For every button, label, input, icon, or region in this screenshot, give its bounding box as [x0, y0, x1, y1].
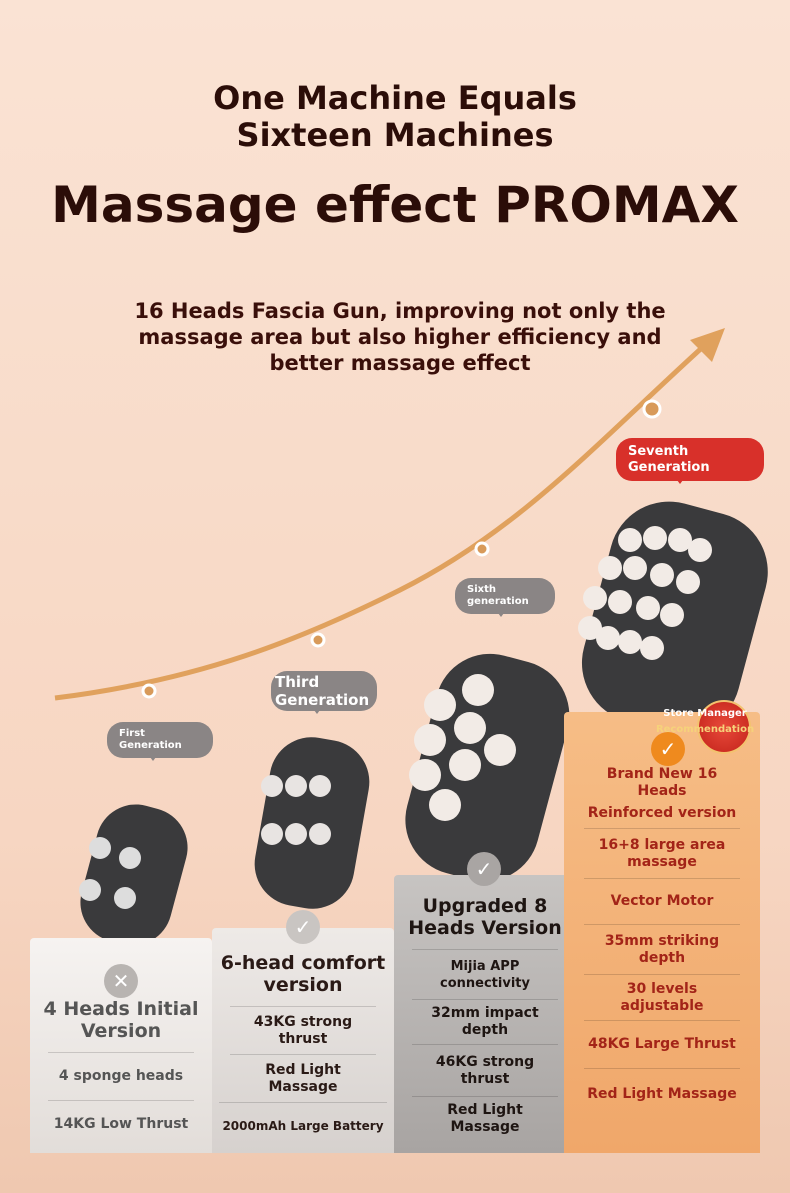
headline-line1: One Machine Equals	[213, 79, 577, 117]
podium-title: 4 Heads Initial Version	[43, 998, 199, 1042]
device-16-heads	[578, 501, 768, 734]
feature: 35mm striking depth	[583, 924, 741, 974]
check-icon: ✓	[286, 910, 320, 944]
feature: Vector Motor	[583, 878, 741, 924]
store-manager-badge	[697, 700, 751, 754]
podium-title: Upgraded 8 Heads Version	[408, 895, 562, 939]
podium-gen7: Brand New 16 Heads Reinforced version 16…	[564, 712, 760, 1153]
bubble-sixth-generation: Sixth generation	[455, 578, 555, 617]
feature: Brand New 16 Heads	[606, 766, 718, 799]
feature: 43KG strong thrust	[230, 1006, 376, 1054]
feature: Mijia APP connectivity	[412, 949, 558, 999]
bubble-seventh-generation: Seventh Generation	[616, 438, 764, 485]
x-icon: ✕	[104, 964, 138, 998]
device-8-heads	[405, 653, 570, 882]
feature: 16+8 large area massage	[583, 828, 741, 878]
badge-line1: Store Manager	[663, 708, 747, 719]
feature: 30 levels adjustable	[583, 974, 741, 1020]
feature: Red Light Massage	[412, 1096, 558, 1141]
page-title: Massage effect PROMAX	[51, 176, 739, 234]
arrow-curve	[54, 343, 707, 701]
bubble-first-generation: First Generation	[107, 722, 213, 761]
feature: 4 sponge heads	[48, 1052, 194, 1100]
device-6-heads	[254, 737, 370, 909]
badge-line2: Recommendation	[655, 724, 755, 735]
feature: Red Light Massage	[230, 1054, 376, 1102]
check-icon: ✓	[467, 852, 501, 886]
device-4-heads	[79, 804, 188, 946]
feature: 2000mAh Large Battery	[219, 1102, 387, 1150]
podium-gen3: 6-head comfort version 43KG strong thrus…	[212, 928, 394, 1153]
headline-line2: Sixteen Machines	[236, 116, 554, 154]
arrow-head	[690, 328, 725, 362]
feature: 32mm impact depth	[412, 999, 558, 1044]
bubble-third-generation: Third Generation	[271, 671, 377, 714]
feature: 46KG strong thrust	[412, 1044, 558, 1096]
subtitle: 16 Heads Fascia Gun, improving not only …	[134, 299, 666, 375]
podium-gen6: Upgraded 8 Heads Version Mijia APP conne…	[394, 875, 576, 1153]
podium-title: 6-head comfort version	[220, 952, 386, 996]
feature: Reinforced version	[587, 804, 737, 821]
check-icon: ✓	[651, 732, 685, 766]
feature: Red Light Massage	[583, 1068, 741, 1120]
feature: 48KG Large Thrust	[583, 1020, 741, 1068]
feature: 14KG Low Thrust	[48, 1100, 194, 1148]
generation-dots	[141, 399, 662, 699]
